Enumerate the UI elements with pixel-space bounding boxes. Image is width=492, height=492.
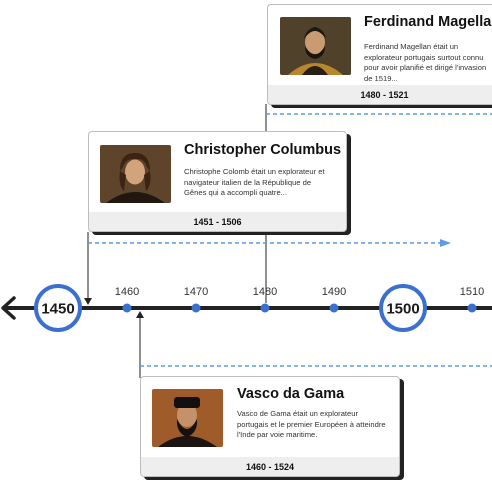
tick-label-1510: 1510	[460, 286, 484, 298]
event-description: Ferdinand Magellan était un explorateur …	[364, 42, 487, 83]
event-title: Christopher Columbus	[184, 142, 342, 158]
major-marker-label-1500: 1500	[386, 301, 419, 318]
tick-dot-1490	[329, 303, 339, 313]
tick-label-1490: 1490	[322, 286, 346, 298]
major-marker-1450[interactable]	[34, 284, 82, 332]
major-marker-1500[interactable]	[379, 284, 427, 332]
portrait-columbus-icon	[100, 145, 171, 203]
columbus-duration-arrow	[440, 239, 451, 247]
arrow-left-icon[interactable]	[1, 296, 16, 320]
tick-dot-1480	[260, 303, 270, 313]
event-dates: 1480 - 1521	[268, 85, 492, 104]
tick-label-1470: 1470	[184, 286, 208, 298]
portrait-dagama-icon	[152, 389, 223, 447]
event-description: Vasco de Gama était un explorateur portu…	[237, 409, 386, 440]
tick-label-1460: 1460	[115, 286, 139, 298]
event-dates: 1451 - 1506	[89, 212, 346, 231]
major-marker-label-1450: 1450	[41, 301, 74, 318]
tick-dot-1510	[467, 303, 477, 313]
tick-label-1480: 1480	[253, 286, 277, 298]
tick-dot-1460	[122, 303, 132, 313]
portrait-magellan-icon	[280, 17, 351, 75]
event-title: Ferdinand Magellan	[364, 14, 492, 30]
dagama-connector-arrow	[136, 311, 144, 318]
tick-dot-1470	[191, 303, 201, 313]
event-title: Vasco da Gama	[237, 386, 345, 402]
event-card-dagama[interactable]: Vasco da Gama Vasco de Gama était un exp…	[140, 376, 400, 477]
event-card-magellan[interactable]: Ferdinand Magellan Ferdinand Magellan ét…	[267, 4, 492, 105]
event-card-columbus[interactable]: Christopher Columbus Christophe Colomb é…	[88, 131, 347, 232]
event-description: Christophe Colomb était un explorateur e…	[184, 167, 325, 198]
event-dates: 1460 - 1524	[141, 457, 399, 476]
columbus-connector-arrow	[84, 298, 92, 305]
